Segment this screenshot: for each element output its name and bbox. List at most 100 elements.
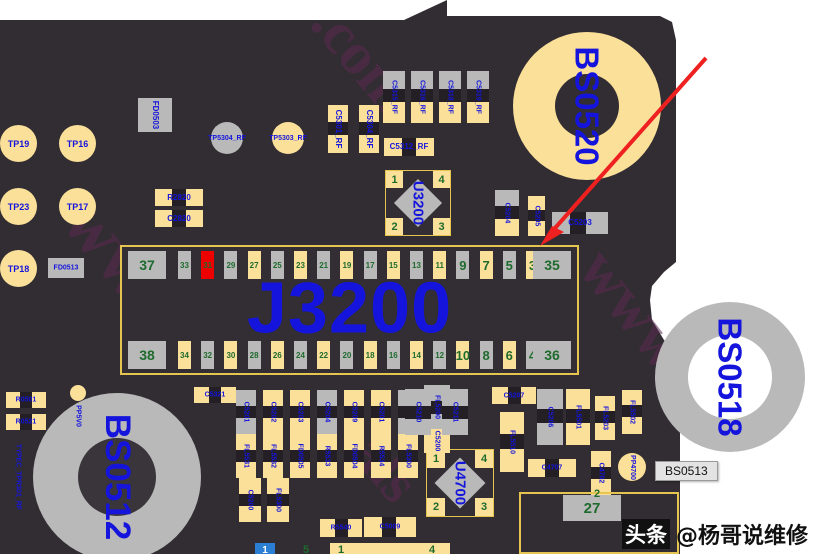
component-c5318-rf[interactable]: C5318_RF <box>439 71 461 123</box>
component-r5534[interactable]: R5534 <box>371 434 391 478</box>
component-c5312-rf[interactable]: C5312_RF <box>384 138 434 156</box>
connector-pin-32[interactable]: 32 <box>201 341 215 369</box>
connector-pin-27[interactable]: 27 <box>563 495 621 521</box>
connector-pin-17[interactable]: 17 <box>363 251 377 279</box>
component-c5201[interactable]: C5201 <box>371 390 391 434</box>
component-c5319-rf[interactable]: C5319_RF <box>467 71 489 123</box>
component-fl5501[interactable]: FL5501 <box>566 389 590 445</box>
component-c5315-rf[interactable]: C5315_RF <box>383 71 405 123</box>
component-c5205[interactable]: C5205 <box>528 196 545 236</box>
connector-pin-22[interactable]: 22 <box>317 341 331 369</box>
connector-pin-9[interactable]: 9 <box>456 251 470 279</box>
connector-pin-26[interactable]: 26 <box>270 341 284 369</box>
component-c5207[interactable]: C5207 <box>492 387 536 404</box>
component-r5533[interactable]: R5533 <box>317 434 337 478</box>
connector-pin-13[interactable]: 13 <box>410 251 423 279</box>
component-c2820[interactable]: C2820 <box>155 210 203 227</box>
connector-pin-30[interactable]: 30 <box>224 341 238 369</box>
test-point-tp5304-rf[interactable]: TP5304_RF <box>208 122 246 154</box>
component-c5320[interactable]: C5200 <box>239 478 261 522</box>
connector-pin-33[interactable]: 33 <box>178 251 191 279</box>
connector-27-outline[interactable] <box>519 492 679 554</box>
component-fl5531[interactable]: FL5531 <box>236 434 256 478</box>
component-c5321[interactable]: C5321 <box>194 387 236 403</box>
connector-pin-24[interactable]: 24 <box>294 341 307 369</box>
connector-pin-28[interactable]: 28 <box>247 341 261 369</box>
component-fd0504[interactable]: FD0504 <box>344 434 364 478</box>
test-point-tp17[interactable]: TP17 <box>59 188 96 225</box>
connector-pin-12[interactable]: 12 <box>433 341 447 369</box>
component-fl5203[interactable]: FL5203 <box>595 396 615 440</box>
connector-pin-27[interactable]: 27 <box>247 251 261 279</box>
component-c5204[interactable]: C5204 <box>495 190 519 236</box>
component-fd0503[interactable]: FD0503 <box>138 98 172 132</box>
connector-pin-14[interactable]: 14 <box>410 341 423 369</box>
component-c4702[interactable]: C4702 <box>591 451 611 495</box>
component-c5009[interactable]: C5009 <box>364 517 416 537</box>
connector-pin-20[interactable]: 20 <box>340 341 354 369</box>
component-fl5300[interactable]: FL5300 <box>398 434 418 478</box>
component-pp4700[interactable]: PP4700 <box>618 453 646 481</box>
connector-pin-7[interactable]: 7 <box>479 251 493 279</box>
test-point-tp16[interactable]: TP16 <box>59 125 96 162</box>
connector-pin-8[interactable]: 8 <box>479 341 493 369</box>
connector-pin-15[interactable]: 15 <box>386 251 400 279</box>
bottom-box-group[interactable] <box>330 543 450 554</box>
connector-pin-35[interactable]: 35 <box>533 251 571 279</box>
connector-pin-11[interactable]: 11 <box>433 251 447 279</box>
component-fl5502[interactable]: FL5502 <box>622 390 642 434</box>
bottom-pin-1b[interactable]: 1 <box>333 543 349 554</box>
connector-pin-6[interactable]: 6 <box>502 341 516 369</box>
component-c5204[interactable]: C5204 <box>317 390 337 434</box>
test-point-tp19[interactable]: TP19 <box>0 125 37 162</box>
bottom-pin-4[interactable]: 4 <box>424 543 440 554</box>
bottom-pin-5[interactable]: 5 <box>296 543 316 554</box>
test-point-tp23[interactable]: TP23 <box>0 188 37 225</box>
component-c5316-rf[interactable]: C5316_RF <box>411 71 433 123</box>
bottom-pin-2[interactable]: 2 <box>589 487 605 501</box>
connector-pin-23[interactable]: 23 <box>294 251 307 279</box>
test-point-tp18[interactable]: TP18 <box>0 250 37 287</box>
component-c5209[interactable]: C5209 <box>344 390 364 434</box>
connector-pin-18[interactable]: 18 <box>363 341 377 369</box>
component-c5203[interactable]: C5203 <box>552 212 608 234</box>
screw-hole-bs0518[interactable]: BS0518 <box>655 302 805 452</box>
component-c5210[interactable]: C5210 <box>405 389 431 435</box>
component-c5201[interactable]: C5201 <box>236 390 256 434</box>
connector-pin-34[interactable]: 34 <box>178 341 191 369</box>
connector-pin-36[interactable]: 36 <box>533 341 571 369</box>
component-fd0505[interactable]: FD0505 <box>290 434 310 478</box>
component-r0501[interactable]: R0501 <box>6 392 46 408</box>
connector-pin-21[interactable]: 21 <box>317 251 331 279</box>
bottom-pin-1[interactable]: 1 <box>255 543 275 554</box>
connector-pin-10[interactable]: 10 <box>456 341 470 369</box>
component-c5304-rf[interactable]: C5304_RF <box>359 105 379 153</box>
component-c5202[interactable]: C5202 <box>263 390 283 434</box>
connector-j3200[interactable]: J3200 33312927252321191715131197531 3432… <box>120 245 579 375</box>
connector-pin-29[interactable]: 29 <box>224 251 238 279</box>
component-c4707[interactable]: C4707 <box>528 459 576 477</box>
component-r2820[interactable]: R2820 <box>155 189 203 206</box>
component-c5301-rf[interactable]: C5301_RF <box>328 105 348 153</box>
component-r5540[interactable]: R5540 <box>320 519 362 537</box>
component-u4700[interactable]: 1 4 2 3 U4700 <box>426 449 494 517</box>
component-fl5520[interactable]: FL5300 <box>267 478 289 522</box>
test-point-tp5303-rf[interactable]: TP5303_RF <box>269 122 307 154</box>
connector-pin-19[interactable]: 19 <box>340 251 354 279</box>
component-typec-tpr301-rf[interactable]: TYPEC_TPR301_RF <box>11 438 24 516</box>
connector-pin-31[interactable]: 31 <box>201 251 215 279</box>
component-fd0513[interactable]: FD0513 <box>48 258 84 278</box>
component-pp5v0[interactable] <box>70 385 86 401</box>
connector-pin-25[interactable]: 25 <box>270 251 284 279</box>
connector-pin-5[interactable]: 5 <box>502 251 516 279</box>
connector-pin-37[interactable]: 37 <box>128 251 166 279</box>
screw-hole-bs0520[interactable]: BS0520 <box>513 32 661 180</box>
component-c5211[interactable]: C5211 <box>442 389 468 435</box>
component-c5203[interactable]: C5203 <box>290 390 310 434</box>
component-fl5510[interactable]: FL5510 <box>500 412 524 472</box>
connector-pin-16[interactable]: 16 <box>386 341 400 369</box>
component-r0521[interactable]: R0521 <box>6 414 46 430</box>
component-fl5532[interactable]: FL5532 <box>263 434 283 478</box>
component-u3200[interactable]: 1 4 2 3 U3200 <box>385 170 451 236</box>
